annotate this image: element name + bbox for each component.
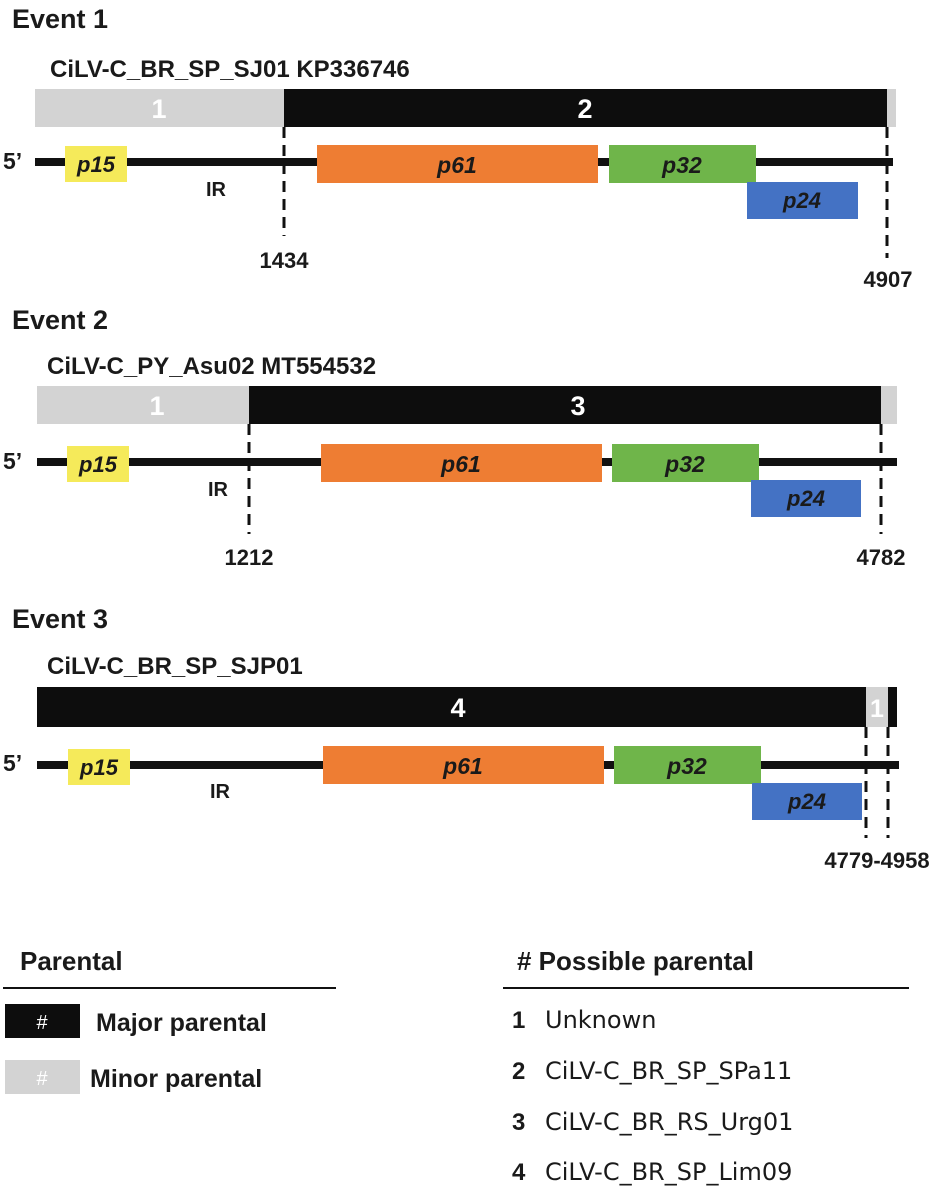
major-parent-segment — [37, 687, 866, 727]
list-item: 4 CiLV-C_BR_SP_Lim09 — [512, 1158, 792, 1186]
minor-parental-swatch — [5, 1060, 80, 1094]
minor-parent-segment-end — [887, 89, 896, 127]
major-parent-segment-end — [888, 687, 897, 727]
list-item-name: CiLV-C_BR_SP_SPa11 — [545, 1057, 792, 1085]
major-segment-label: 3 — [570, 391, 585, 421]
major-segment-label: 4 — [450, 693, 465, 723]
p61-gene-label: p61 — [436, 152, 477, 178]
p24-gene-label: p24 — [782, 188, 821, 213]
p32-gene — [614, 746, 761, 784]
list-item: 1 Unknown — [512, 1006, 656, 1034]
list-item-number: 3 — [512, 1109, 525, 1136]
p61-gene — [317, 145, 598, 183]
event-3: Event 3 CiLV-C_BR_SP_SJP01 4 1 5’ p15 p6… — [3, 604, 930, 873]
ir-label: IR — [210, 781, 231, 803]
p24-gene — [747, 182, 858, 219]
event-2: Event 2 CiLV-C_PY_Asu02 MT554532 1 3 5’ … — [3, 305, 905, 570]
major-parent-segment — [284, 89, 887, 127]
major-parental-swatch — [5, 1004, 80, 1038]
event-title: Event 2 — [12, 305, 108, 335]
p24-gene-label: p24 — [787, 789, 826, 814]
legend-parental: Parental # Major parental # Minor parent… — [3, 946, 336, 1094]
five-prime-label: 5’ — [3, 148, 22, 174]
p32-gene — [612, 444, 759, 482]
p32-gene-label: p32 — [664, 451, 705, 477]
isolate-label: CiLV-C_PY_Asu02 MT554532 — [47, 353, 376, 380]
minor-parent-segment — [35, 89, 284, 127]
minor-parent-segment-end — [881, 386, 897, 424]
list-item-number: 4 — [512, 1159, 526, 1186]
parental-header: Parental — [20, 946, 123, 976]
p61-gene — [323, 746, 604, 784]
p15-gene-label: p15 — [79, 755, 119, 780]
breakpoint-end-label: 4782 — [857, 545, 906, 570]
ir-label: IR — [206, 179, 227, 201]
breakpoint-start-label: 1212 — [225, 545, 274, 570]
p24-gene-label: p24 — [786, 486, 825, 511]
p61-gene-label: p61 — [440, 451, 481, 477]
legend-possible-parental: # Possible parental 1 Unknown 2 CiLV-C_B… — [503, 946, 909, 1186]
p24-gene — [752, 783, 862, 820]
p61-gene — [321, 444, 602, 482]
isolate-label: CiLV-C_BR_SP_SJ01 KP336746 — [50, 56, 410, 83]
major-segment-label: 2 — [577, 94, 592, 124]
minor-parent-segment — [37, 386, 249, 424]
event-title: Event 1 — [12, 4, 108, 34]
minor-segment-label: 1 — [151, 94, 166, 124]
major-parent-segment — [249, 386, 881, 424]
p32-gene — [609, 145, 756, 183]
major-swatch-symbol: # — [36, 1012, 48, 1034]
list-item: 2 CiLV-C_BR_SP_SPa11 — [512, 1057, 792, 1085]
p15-gene-label: p15 — [78, 452, 118, 477]
five-prime-label: 5’ — [3, 750, 22, 776]
list-item-name: Unknown — [545, 1006, 656, 1034]
minor-segment-label: 1 — [870, 695, 884, 723]
isolate-label: CiLV-C_BR_SP_SJP01 — [47, 653, 303, 680]
breakpoint-start-label: 1434 — [260, 248, 310, 273]
list-item-name: CiLV-C_BR_SP_Lim09 — [545, 1158, 792, 1186]
breakpoint-range-label: 4779-4958 — [824, 848, 929, 873]
p15-gene — [65, 146, 127, 182]
minor-segment-label: 1 — [149, 391, 164, 421]
minor-parental-label: Minor parental — [90, 1065, 262, 1093]
ir-label: IR — [208, 479, 229, 501]
p61-gene-label: p61 — [442, 753, 483, 779]
p32-gene-label: p32 — [661, 152, 702, 178]
event-title: Event 3 — [12, 604, 108, 634]
list-item-number: 1 — [512, 1007, 525, 1034]
breakpoint-end-label: 4907 — [864, 267, 913, 292]
five-prime-label: 5’ — [3, 448, 22, 474]
p15-gene — [68, 749, 130, 785]
list-item-name: CiLV-C_BR_RS_Urg01 — [545, 1108, 793, 1136]
list-item-number: 2 — [512, 1058, 525, 1085]
minor-swatch-symbol: # — [36, 1068, 48, 1090]
major-parental-label: Major parental — [96, 1009, 267, 1037]
possible-parental-header: # Possible parental — [517, 946, 754, 976]
minor-parent-segment — [866, 687, 888, 727]
p15-gene — [67, 446, 129, 482]
p24-gene — [751, 480, 861, 517]
p32-gene-label: p32 — [666, 753, 707, 779]
list-item: 3 CiLV-C_BR_RS_Urg01 — [512, 1108, 793, 1136]
event-1: Event 1 CiLV-C_BR_SP_SJ01 KP336746 1 2 5… — [3, 4, 912, 292]
p15-gene-label: p15 — [76, 152, 116, 177]
